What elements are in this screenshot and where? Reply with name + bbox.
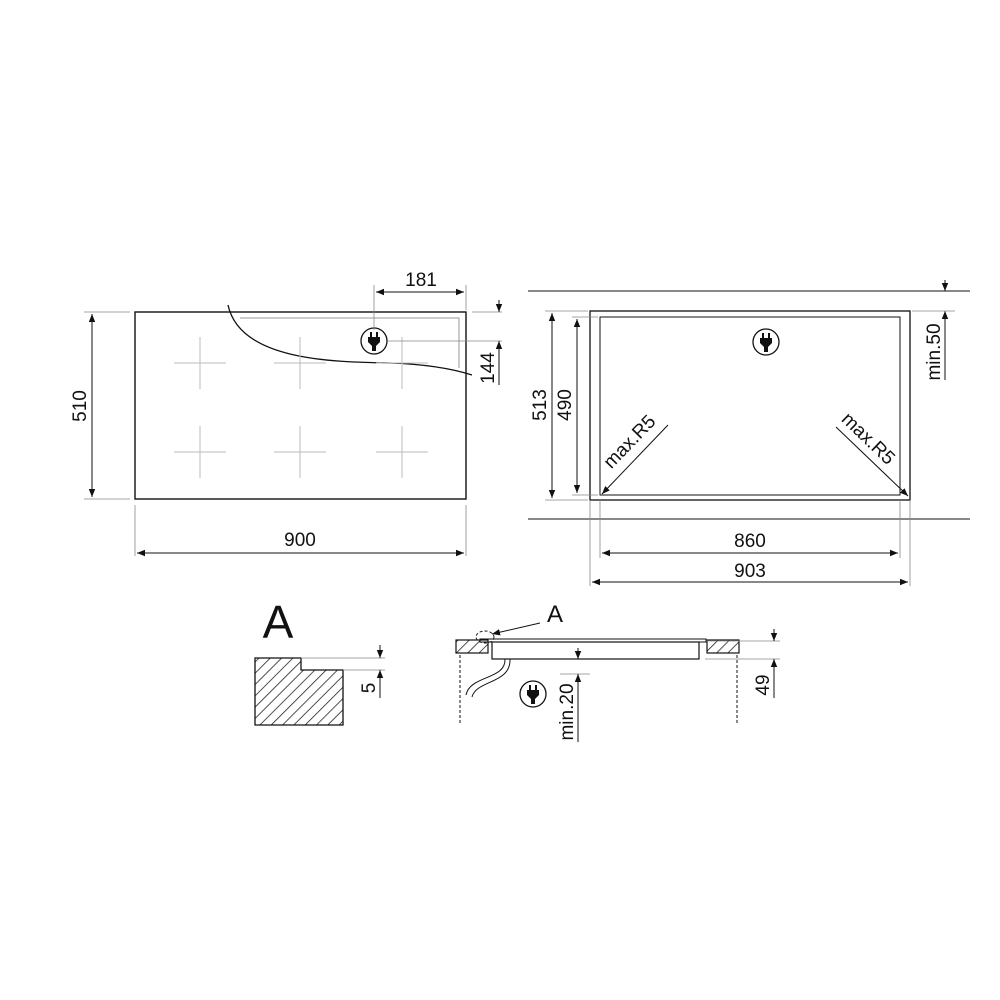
- plug-offset-x-label: 181: [405, 270, 437, 291]
- plug-icon: [519, 680, 547, 708]
- inner-width-label: 860: [734, 531, 766, 552]
- cutout-outer: [589, 310, 911, 501]
- radius-right-label: max.R5: [837, 409, 899, 470]
- cutout-view: max.R5 max.R5 513 490 min.50 860 903: [528, 280, 970, 586]
- detail-a-title: A: [263, 596, 294, 648]
- hob-outline: [134, 311, 467, 500]
- cutout-inner: [599, 316, 901, 496]
- height-49-label: 49: [753, 674, 774, 695]
- min-clearance-label: min.20: [557, 683, 578, 740]
- outer-width-label: 903: [734, 561, 766, 582]
- detail-a: A 5: [254, 596, 385, 726]
- outer-height-label: 513: [530, 389, 551, 421]
- worktop-left: [455, 639, 489, 654]
- plug-icon: [360, 327, 388, 355]
- step-label: 5: [359, 683, 380, 694]
- plug-icon: [752, 328, 780, 356]
- burner-marks: [173, 336, 429, 479]
- hatched-section: [254, 657, 344, 726]
- plug-offset-y-label: 144: [478, 352, 499, 384]
- worktop-right: [706, 639, 740, 654]
- callout-a-label: A: [547, 601, 563, 628]
- height-label: 510: [70, 390, 91, 422]
- side-view: A min.20 49: [455, 601, 780, 742]
- min-gap-label: min.50: [924, 323, 945, 380]
- inner-height-label: 490: [555, 389, 576, 421]
- top-view: 510 900 181 144: [70, 270, 503, 557]
- width-label: 900: [284, 530, 316, 551]
- hob-body: [491, 641, 700, 660]
- cable-curve: [227, 304, 473, 376]
